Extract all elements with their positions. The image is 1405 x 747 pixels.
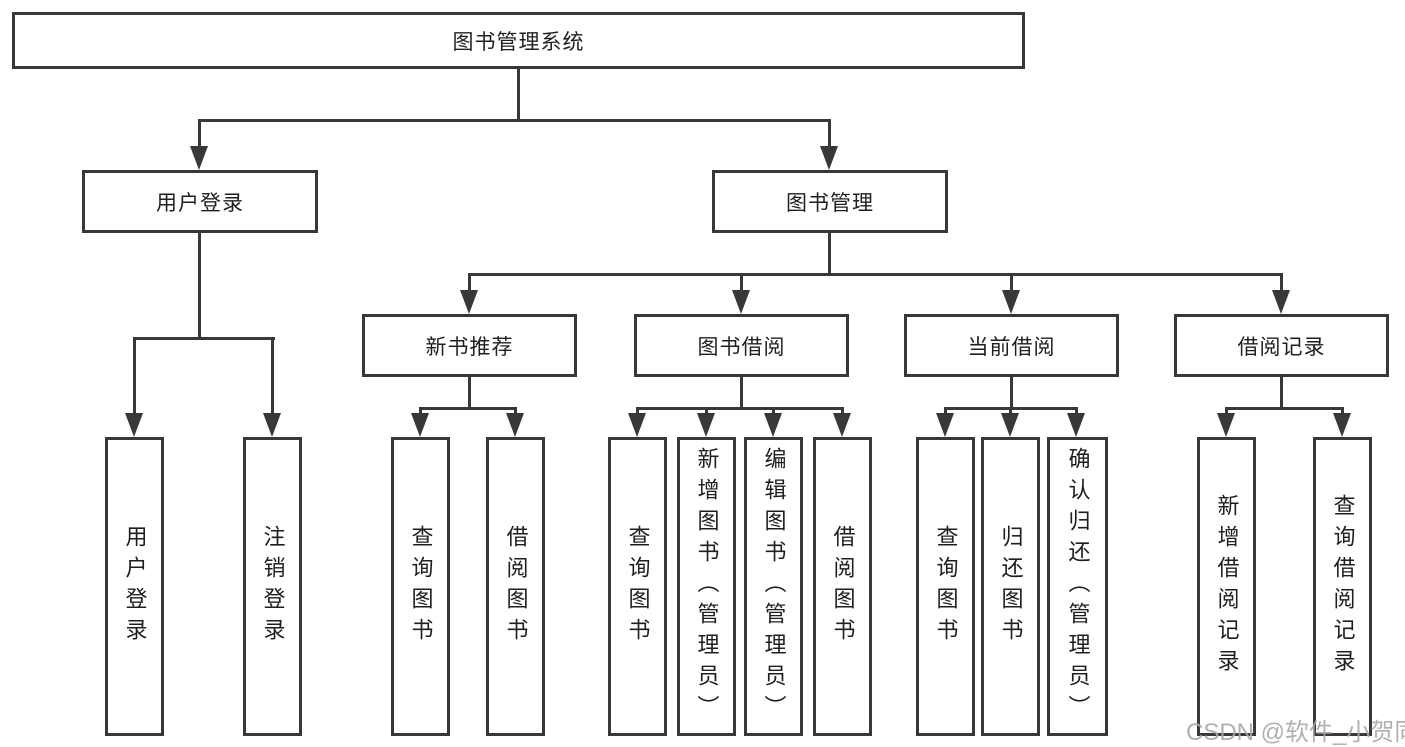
leaf-current-query-books: 查询图书 (916, 437, 975, 736)
connector-leaf-stem (944, 407, 947, 415)
arrow-down-icon (460, 290, 478, 314)
arrow-down-icon (1002, 290, 1020, 314)
leaf-borrowing-borrow-books-label: 借阅图书 (830, 524, 856, 649)
connector-book-borrow-down (740, 377, 743, 407)
node-user-login: 用户登录 (82, 170, 318, 233)
node-book-borrowing: 图书借阅 (634, 314, 849, 377)
connector-leaf-stem (636, 407, 639, 415)
connector-root-rail (198, 119, 831, 122)
leaf-logout: 注销登录 (243, 437, 302, 736)
arrow-down-icon (411, 413, 429, 437)
connector-branch-stem (1010, 273, 1013, 293)
connector-book-mgmt-down (828, 233, 831, 273)
connector-borrow-record-rail (1225, 407, 1343, 410)
leaf-record-add-borrow-record-label: 新增借阅记录 (1214, 493, 1240, 680)
node-current-borrowing-label: 当前借阅 (967, 335, 1056, 359)
leaf-current-confirm-return-admin-label: 确认归还（管理员） (1065, 447, 1091, 726)
connector-branch-stem (468, 273, 471, 293)
arrow-down-icon (628, 413, 646, 437)
arrow-down-icon (506, 413, 524, 437)
leaf-borrowing-borrow-books: 借阅图书 (813, 437, 872, 736)
arrow-down-icon (1217, 413, 1235, 437)
arrow-down-icon (697, 413, 715, 437)
arrow-down-icon (1001, 413, 1019, 437)
leaf-newbook-borrow-books-label: 借阅图书 (503, 524, 529, 649)
node-library-system: 图书管理系统 (12, 12, 1025, 69)
arrow-down-icon (1067, 413, 1085, 437)
node-library-system-label: 图书管理系统 (452, 30, 585, 54)
arrow-down-icon (1333, 413, 1351, 437)
arrow-down-icon (833, 413, 851, 437)
connector-branch-stem (740, 273, 743, 293)
node-new-book-recommend-label: 新书推荐 (425, 335, 514, 359)
node-current-borrowing: 当前借阅 (904, 314, 1119, 377)
leaf-borrowing-query-books: 查询图书 (608, 437, 667, 736)
leaf-borrowing-add-books-admin-label: 新增图书（管理员） (694, 447, 720, 726)
connector-current-borrow-down (1010, 377, 1013, 407)
leaf-borrowing-add-books-admin: 新增图书（管理员） (677, 437, 736, 736)
connector-borrow-record-down (1280, 377, 1283, 407)
leaf-current-return-books-label: 归还图书 (998, 524, 1024, 649)
connector-new-book-down (468, 377, 471, 407)
connector-leaf-stem (514, 407, 517, 415)
leaf-user-login-label: 用户登录 (122, 524, 148, 649)
arrow-down-icon (263, 413, 281, 437)
arrow-down-icon (732, 290, 750, 314)
node-new-book-recommend: 新书推荐 (362, 314, 577, 377)
connector-book-mgmt-stem (828, 119, 831, 149)
connector-leaf-stem (419, 407, 422, 415)
leaf-newbook-query-books: 查询图书 (391, 437, 450, 736)
leaf-borrowing-query-books-label: 查询图书 (625, 524, 651, 649)
connector-new-book-rail (419, 407, 517, 410)
arrow-down-icon (125, 413, 143, 437)
connector-leaf-stem (841, 407, 844, 415)
connector-user-login-stem (198, 119, 201, 149)
leaf-current-return-books: 归还图书 (981, 437, 1040, 736)
arrow-down-icon (1272, 290, 1290, 314)
leaf-newbook-borrow-books: 借阅图书 (486, 437, 545, 736)
node-user-login-label: 用户登录 (156, 191, 244, 215)
node-book-borrowing-label: 图书借阅 (697, 335, 786, 359)
leaf-borrowing-edit-books-admin: 编辑图书（管理员） (744, 437, 803, 736)
connector-book-mgmt-rail (468, 273, 1282, 276)
leaf-borrowing-edit-books-admin-label: 编辑图书（管理员） (761, 447, 787, 726)
connector-branch-stem (1280, 273, 1283, 293)
connector-book-borrow-rail (636, 407, 844, 410)
leaf-current-confirm-return-admin: 确认归还（管理员） (1047, 437, 1108, 736)
leaf-record-query-borrow-record: 查询借阅记录 (1313, 437, 1372, 736)
node-borrowing-records-label: 借阅记录 (1237, 335, 1326, 359)
connector-leaf-stem (772, 407, 775, 415)
connector-leaf-stem (1075, 407, 1078, 415)
node-book-management: 图书管理 (712, 170, 948, 233)
arrow-down-icon (820, 146, 838, 170)
leaf-record-query-borrow-record-label: 查询借阅记录 (1330, 493, 1356, 680)
arrow-down-icon (936, 413, 954, 437)
connector-leaf-stem (1341, 407, 1344, 415)
connector-user-login-rail (133, 337, 275, 340)
connector-user-login-down (198, 233, 201, 337)
leaf-logout-label: 注销登录 (260, 524, 286, 649)
leaf-current-query-books-label: 查询图书 (933, 524, 959, 649)
leaf-user-login: 用户登录 (105, 437, 164, 736)
arrow-down-icon (190, 146, 208, 170)
connector-root-stem (517, 69, 520, 120)
connector-leaf-stem (133, 337, 136, 415)
node-borrowing-records: 借阅记录 (1174, 314, 1389, 377)
leaf-record-add-borrow-record: 新增借阅记录 (1197, 437, 1256, 736)
csdn-watermark: CSDN @软件_小贺同学 (1186, 719, 1405, 746)
node-book-management-label: 图书管理 (786, 191, 874, 215)
connector-leaf-stem (271, 337, 274, 415)
connector-leaf-stem (705, 407, 708, 415)
arrow-down-icon (764, 413, 782, 437)
connector-leaf-stem (1225, 407, 1228, 415)
leaf-newbook-query-books-label: 查询图书 (408, 524, 434, 649)
connector-leaf-stem (1009, 407, 1012, 415)
